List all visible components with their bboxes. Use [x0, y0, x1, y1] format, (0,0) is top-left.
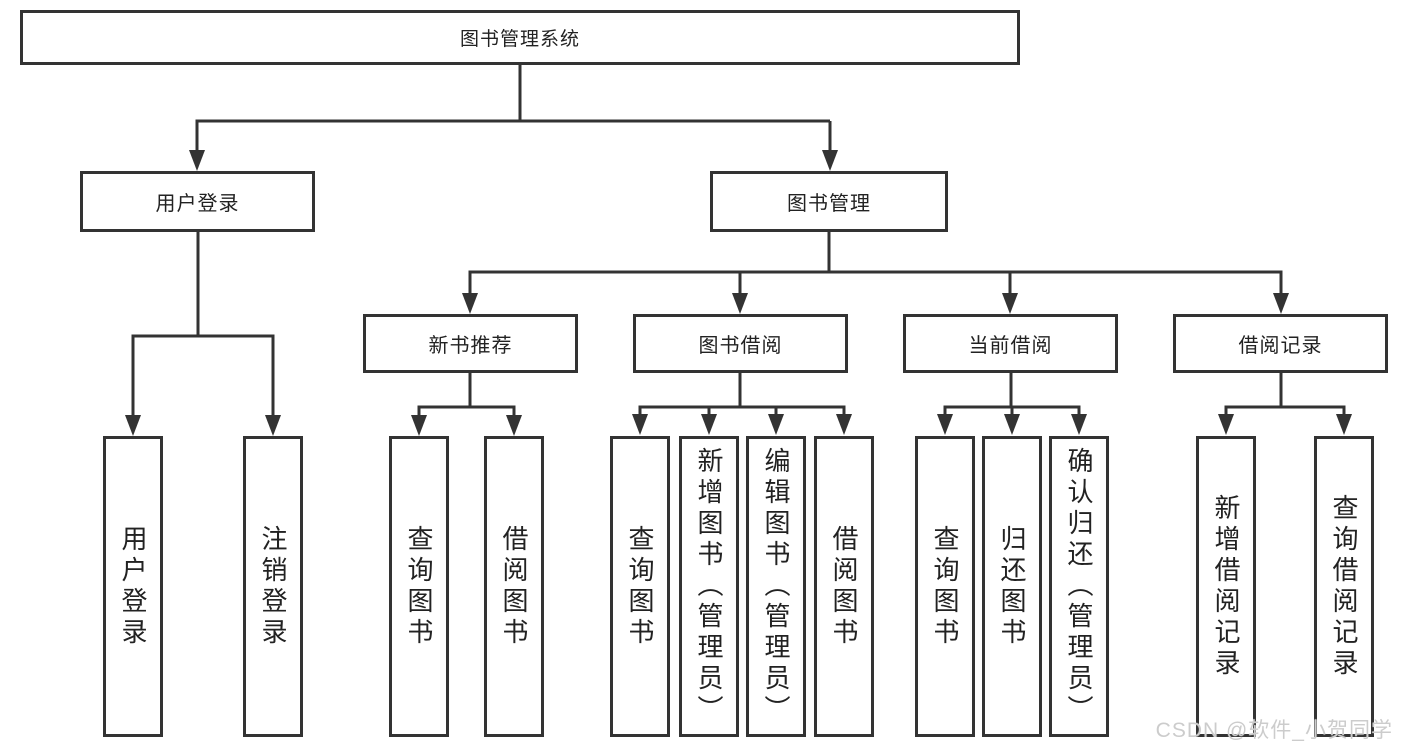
leaf-label: 注销登录 [258, 524, 288, 649]
root-label: 图书管理系统 [459, 29, 580, 50]
branch-box-book-management: 图书管理 [710, 171, 948, 232]
leaf-label: 借阅图书 [829, 524, 859, 649]
connector-current-to-leaves [943, 373, 1081, 415]
leaf-box-logout: 注销登录 [243, 436, 303, 737]
leaf-box-borrow-books-2: 借阅图书 [814, 436, 874, 737]
connector-records-to-leaves [1224, 373, 1346, 415]
group-label: 当前借阅 [968, 335, 1053, 357]
leaf-box-return-books: 归还图书 [982, 436, 1042, 737]
group-label: 新书推荐 [428, 335, 513, 357]
leaf-label: 新增借阅记录 [1211, 493, 1241, 680]
leaf-box-query-books-3: 查询图书 [915, 436, 975, 737]
group-box-new-book-recommend: 新书推荐 [363, 314, 578, 373]
leaf-box-query-books-2: 查询图书 [610, 436, 670, 737]
leaf-box-add-borrow-record: 新增借阅记录 [1196, 436, 1256, 737]
branch-box-user-login: 用户登录 [80, 171, 315, 232]
leaf-label: 查询图书 [625, 524, 655, 649]
connector-root-to-level2 [195, 65, 832, 151]
leaf-box-query-books-1: 查询图书 [389, 436, 449, 737]
branch-label: 图书管理 [787, 193, 871, 215]
connector-userlogin-to-leaves [131, 232, 275, 416]
leaf-box-edit-books-admin: 编辑图书（管理员） [746, 436, 806, 737]
connector-newbooks-to-leaves [417, 373, 516, 416]
connector-bookmgmt-to-level3 [468, 232, 1283, 294]
leaf-box-confirm-return-admin: 确认归还（管理员） [1049, 436, 1109, 737]
root-box-library-system: 图书管理系统 [20, 10, 1020, 65]
group-box-book-borrowing: 图书借阅 [633, 314, 848, 373]
arrowheads-borrow-leaves [632, 414, 852, 435]
group-box-current-borrowing: 当前借阅 [903, 314, 1118, 373]
arrowheads-records-leaves [1218, 414, 1352, 435]
leaf-box-add-books-admin: 新增图书（管理员） [679, 436, 739, 737]
arrowheads-level3 [462, 293, 1289, 314]
leaf-box-query-borrow-record: 查询借阅记录 [1314, 436, 1374, 737]
arrowheads-level2 [189, 150, 838, 171]
arrowheads-userlogin-leaves [125, 415, 281, 436]
branch-label: 用户登录 [155, 193, 240, 215]
leaf-label: 归还图书 [997, 524, 1027, 649]
leaf-label: 查询图书 [404, 524, 434, 649]
group-label: 图书借阅 [698, 335, 783, 357]
leaf-label: 借阅图书 [499, 524, 529, 649]
leaf-box-borrow-books-1: 借阅图书 [484, 436, 544, 737]
arrowheads-newbooks-leaves [411, 415, 522, 436]
arrowheads-current-leaves [937, 414, 1087, 435]
leaf-label: 新增图书（管理员） [694, 447, 724, 726]
leaf-label: 查询借阅记录 [1329, 493, 1359, 680]
group-box-borrow-records: 借阅记录 [1173, 314, 1388, 373]
leaf-box-user-login: 用户登录 [103, 436, 163, 737]
csdn-watermark: CSDN @软件_小贺同学 [1155, 719, 1393, 742]
leaf-label: 用户登录 [118, 524, 148, 649]
leaf-label: 查询图书 [930, 524, 960, 649]
leaf-label: 确认归还（管理员） [1064, 447, 1094, 726]
leaf-label: 编辑图书（管理员） [761, 447, 791, 726]
group-label: 借阅记录 [1238, 335, 1323, 357]
connector-borrow-to-leaves [638, 373, 846, 415]
